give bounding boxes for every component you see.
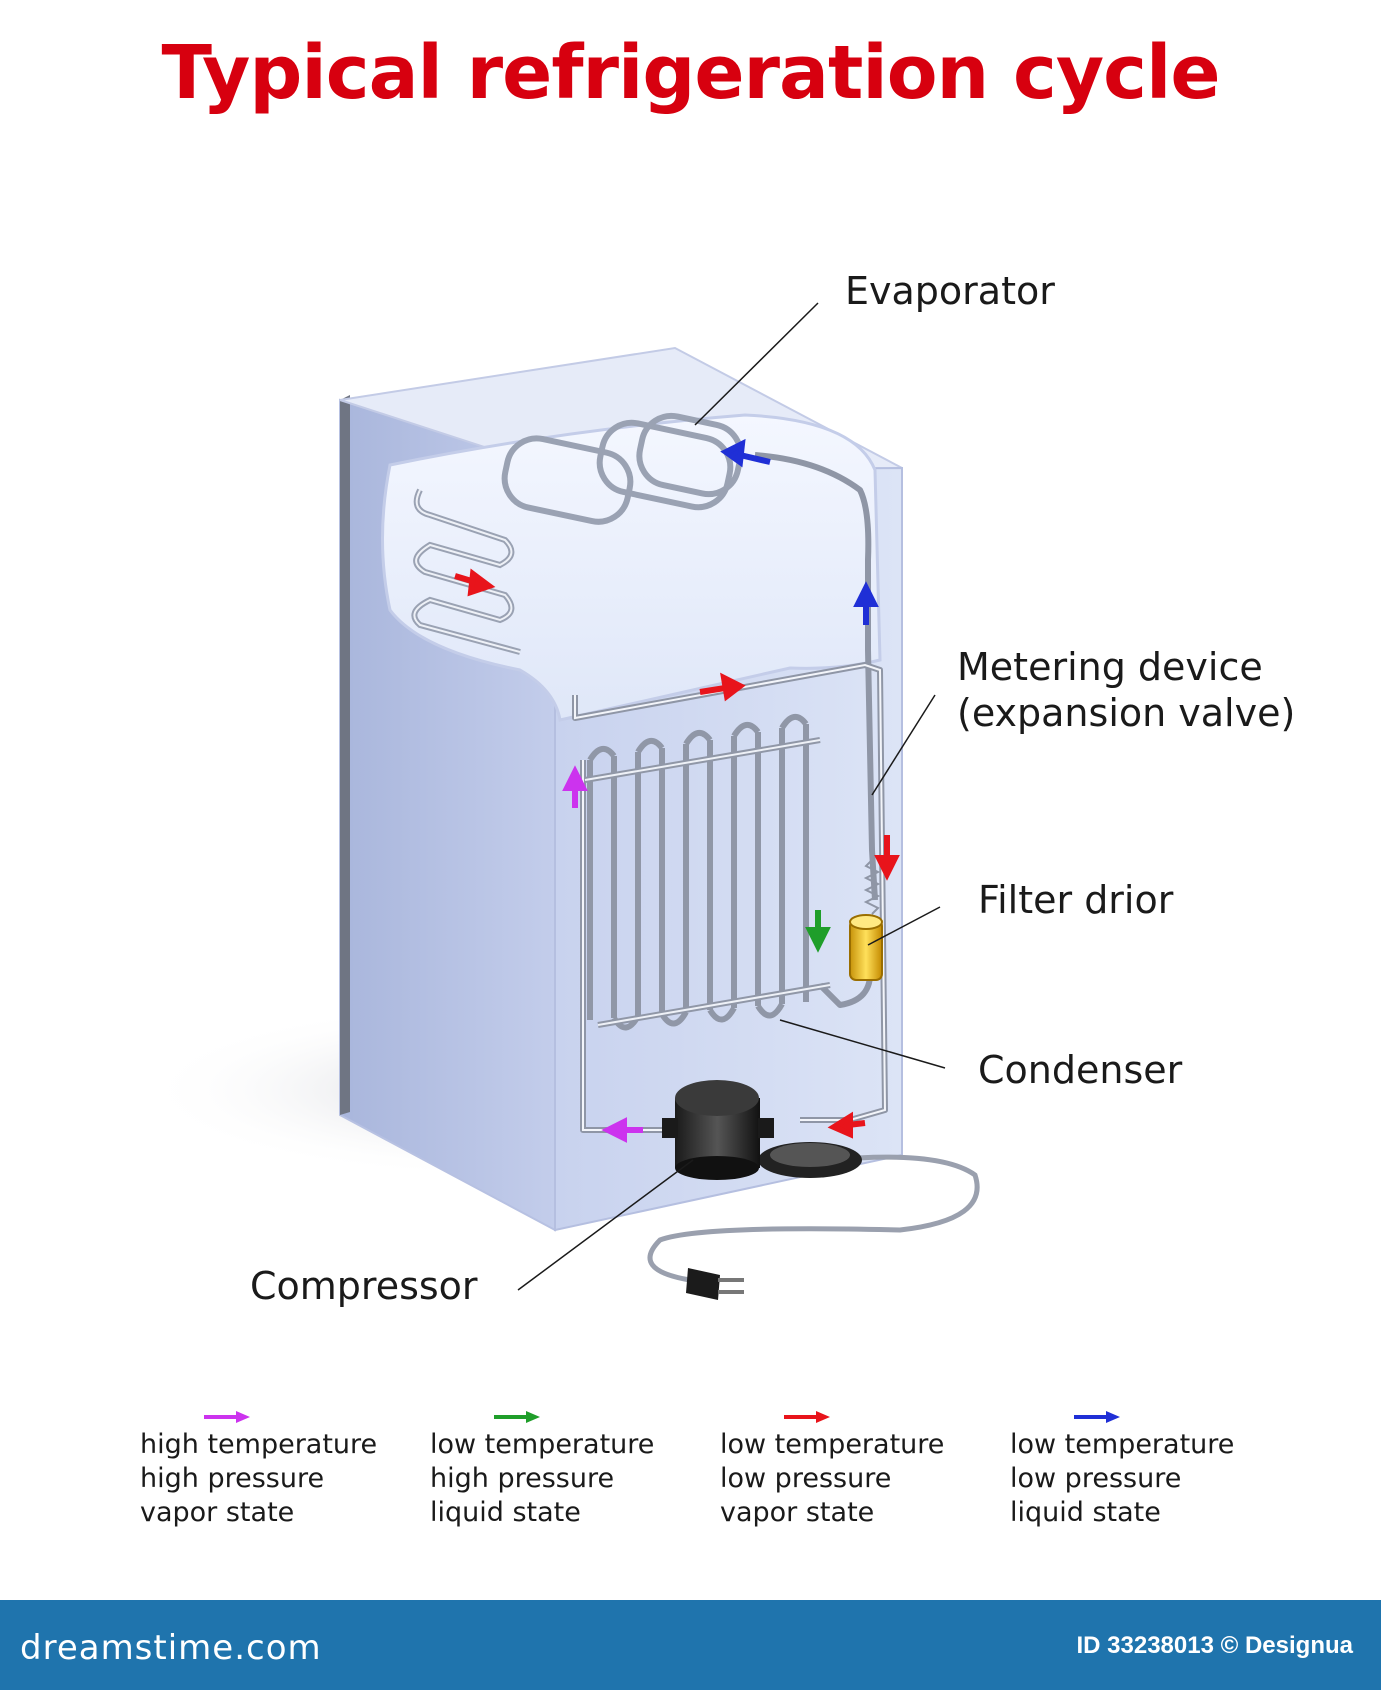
legend-line: vapor state bbox=[720, 1497, 875, 1528]
legend-arrow-icon bbox=[1074, 1411, 1120, 1423]
metering-device-label-line1: Metering device bbox=[957, 645, 1263, 689]
footer-bar: dreamstime.com ID 33238013 © Designua bbox=[0, 1600, 1381, 1690]
legend-item: low temperature low pressure vapor state bbox=[720, 1410, 980, 1530]
legend-line: low temperature bbox=[720, 1429, 945, 1460]
brand-watermark: dreamstime.com bbox=[20, 1628, 322, 1668]
legend-line: low pressure bbox=[1010, 1463, 1182, 1494]
metering-device-label-line2: (expansion valve) bbox=[957, 691, 1296, 735]
legend-line: high temperature bbox=[140, 1429, 378, 1460]
leader-lines bbox=[517, 302, 946, 1291]
legend-arrow-icon bbox=[204, 1411, 250, 1423]
legend-item: high temperature high pressure vapor sta… bbox=[140, 1410, 400, 1530]
metering-device-label: Metering device (expansion valve) bbox=[957, 644, 1295, 736]
image-credit: ID 33238013 © Designua bbox=[1076, 1632, 1354, 1659]
legend-line: low temperature bbox=[430, 1429, 655, 1460]
legend-line: high pressure bbox=[430, 1463, 615, 1494]
power-cord bbox=[647, 1154, 980, 1283]
filter-drier-label: Filter drior bbox=[978, 878, 1174, 922]
legend-line: low temperature bbox=[1010, 1429, 1235, 1460]
legend-item: low temperature low pressure liquid stat… bbox=[1010, 1410, 1270, 1530]
plug bbox=[686, 1268, 744, 1300]
cabinet-left-edge bbox=[340, 395, 350, 1115]
legend-item: low temperature high pressure liquid sta… bbox=[430, 1410, 690, 1530]
refrigerator-diagram bbox=[140, 302, 980, 1300]
evaporator-label: Evaporator bbox=[845, 269, 1055, 313]
compressor bbox=[662, 1080, 862, 1180]
legend-arrow-icon bbox=[494, 1411, 540, 1423]
capillary-tube bbox=[863, 859, 881, 915]
page-title: Typical refrigeration cycle bbox=[161, 30, 1220, 116]
compressor-label: Compressor bbox=[250, 1264, 478, 1308]
flow-arrows bbox=[454, 438, 900, 1143]
legend-line: low pressure bbox=[720, 1463, 892, 1494]
legend-arrow-icon bbox=[784, 1411, 830, 1423]
filter-drier bbox=[849, 914, 883, 981]
condenser-label: Condenser bbox=[978, 1048, 1183, 1092]
legend-line: liquid state bbox=[1010, 1497, 1161, 1528]
legend-line: high pressure bbox=[140, 1463, 325, 1494]
legend-line: liquid state bbox=[430, 1497, 581, 1528]
legend-line: vapor state bbox=[140, 1497, 295, 1528]
